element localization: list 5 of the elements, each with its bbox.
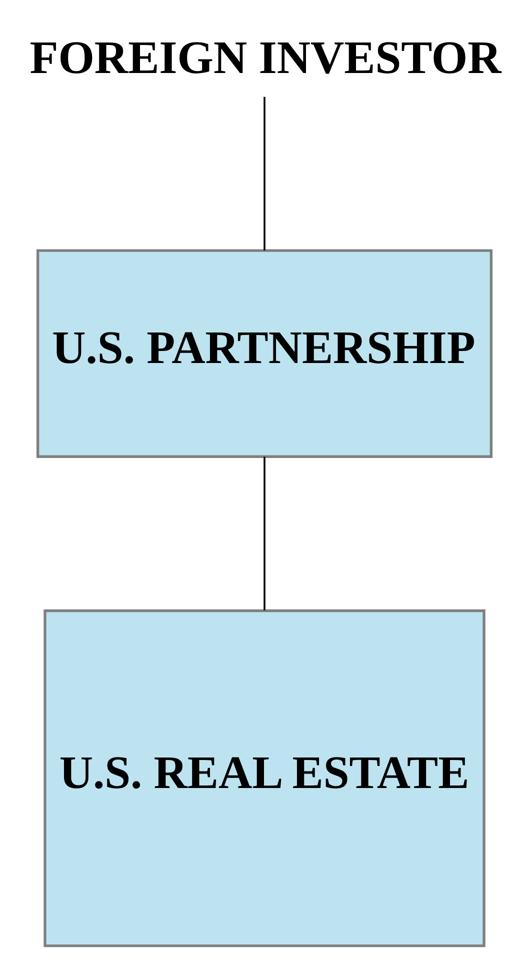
connector xyxy=(264,456,266,610)
node-text: FOREIGN INVESTOR xyxy=(30,32,502,84)
node-box: U.S. REAL ESTATE xyxy=(44,609,486,948)
node-box: U.S. PARTNERSHIP xyxy=(36,249,493,458)
connector xyxy=(264,96,266,250)
